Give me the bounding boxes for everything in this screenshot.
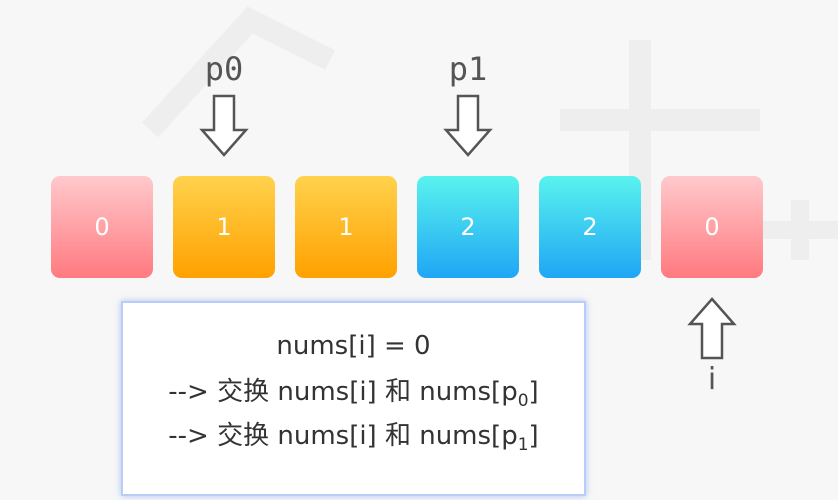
swap-step-text: ] bbox=[528, 377, 539, 407]
array-cell: 0 bbox=[661, 176, 763, 278]
array-cell: 0 bbox=[51, 176, 153, 278]
down-arrow-icon bbox=[199, 94, 249, 157]
swap-step-p0: --> 交换 nums[i] 和 nums[p0] bbox=[123, 371, 584, 411]
down-arrow-icon bbox=[443, 94, 493, 157]
swap-step-text: ] bbox=[528, 421, 539, 451]
subscript: 1 bbox=[517, 435, 529, 455]
subscript: 0 bbox=[517, 391, 529, 411]
pointer-label-p1: p1 bbox=[448, 50, 488, 88]
pointer-label-i: i bbox=[707, 362, 717, 397]
pointer-label-p0: p0 bbox=[204, 50, 244, 88]
swap-step-p1: --> 交换 nums[i] 和 nums[p1] bbox=[123, 415, 584, 455]
array-cell: 1 bbox=[173, 176, 275, 278]
array-cell: 1 bbox=[295, 176, 397, 278]
array-cell: 2 bbox=[417, 176, 519, 278]
condition-text: nums[i] = 0 bbox=[276, 331, 431, 361]
swap-step-text: --> 交换 nums[i] 和 nums[p bbox=[168, 377, 518, 407]
swap-step-text: --> 交换 nums[i] 和 nums[p bbox=[168, 421, 518, 451]
explanation-box: nums[i] = 0 --> 交换 nums[i] 和 nums[p0] --… bbox=[121, 301, 586, 496]
array-cell: 2 bbox=[539, 176, 641, 278]
up-arrow-icon bbox=[687, 297, 737, 360]
